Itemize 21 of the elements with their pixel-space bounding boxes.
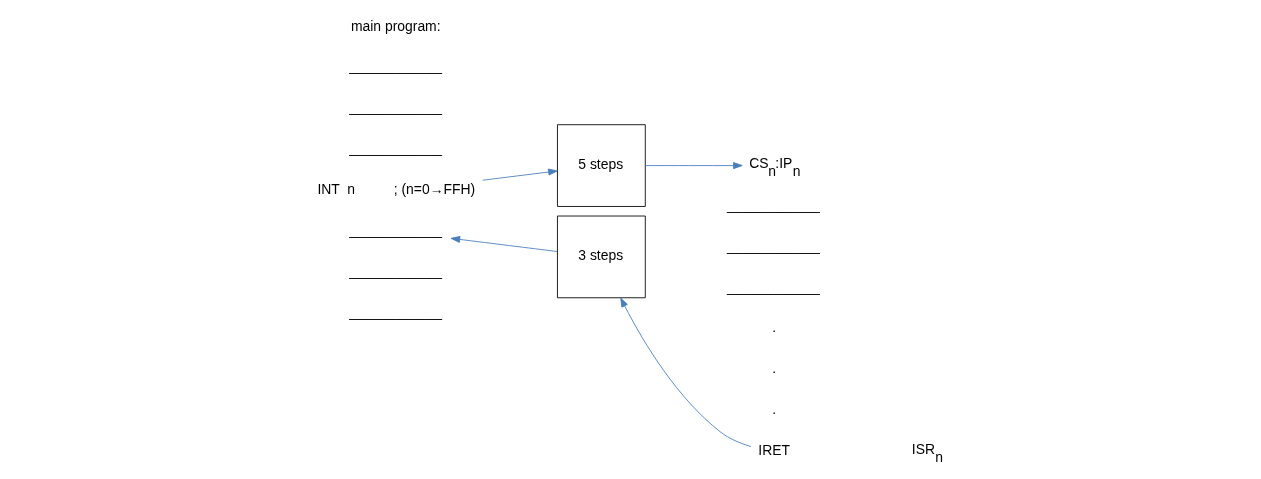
node-box: 3 steps bbox=[557, 215, 646, 299]
label: . bbox=[772, 360, 777, 377]
arrow bbox=[620, 297, 752, 448]
label: ____________ bbox=[349, 58, 442, 75]
arrow bbox=[645, 162, 743, 170]
label: ____________ bbox=[349, 99, 442, 116]
arrow bbox=[482, 168, 558, 181]
label: . bbox=[772, 319, 777, 336]
node-box: 5 steps bbox=[557, 124, 646, 207]
label: ____________ bbox=[727, 237, 820, 254]
node-text: ____________ bbox=[349, 221, 442, 238]
label: . bbox=[772, 401, 777, 418]
label: ____________ bbox=[349, 140, 442, 157]
label: ____________ bbox=[727, 278, 820, 295]
label: ____________ bbox=[349, 303, 442, 320]
label: main program: bbox=[350, 17, 441, 34]
label: ____________ bbox=[349, 262, 442, 279]
node-text: IRET bbox=[758, 441, 791, 458]
label: ____________ bbox=[727, 196, 820, 213]
node-text: INT n ; (n=0→FFH) bbox=[317, 181, 476, 198]
arrow bbox=[450, 235, 558, 252]
